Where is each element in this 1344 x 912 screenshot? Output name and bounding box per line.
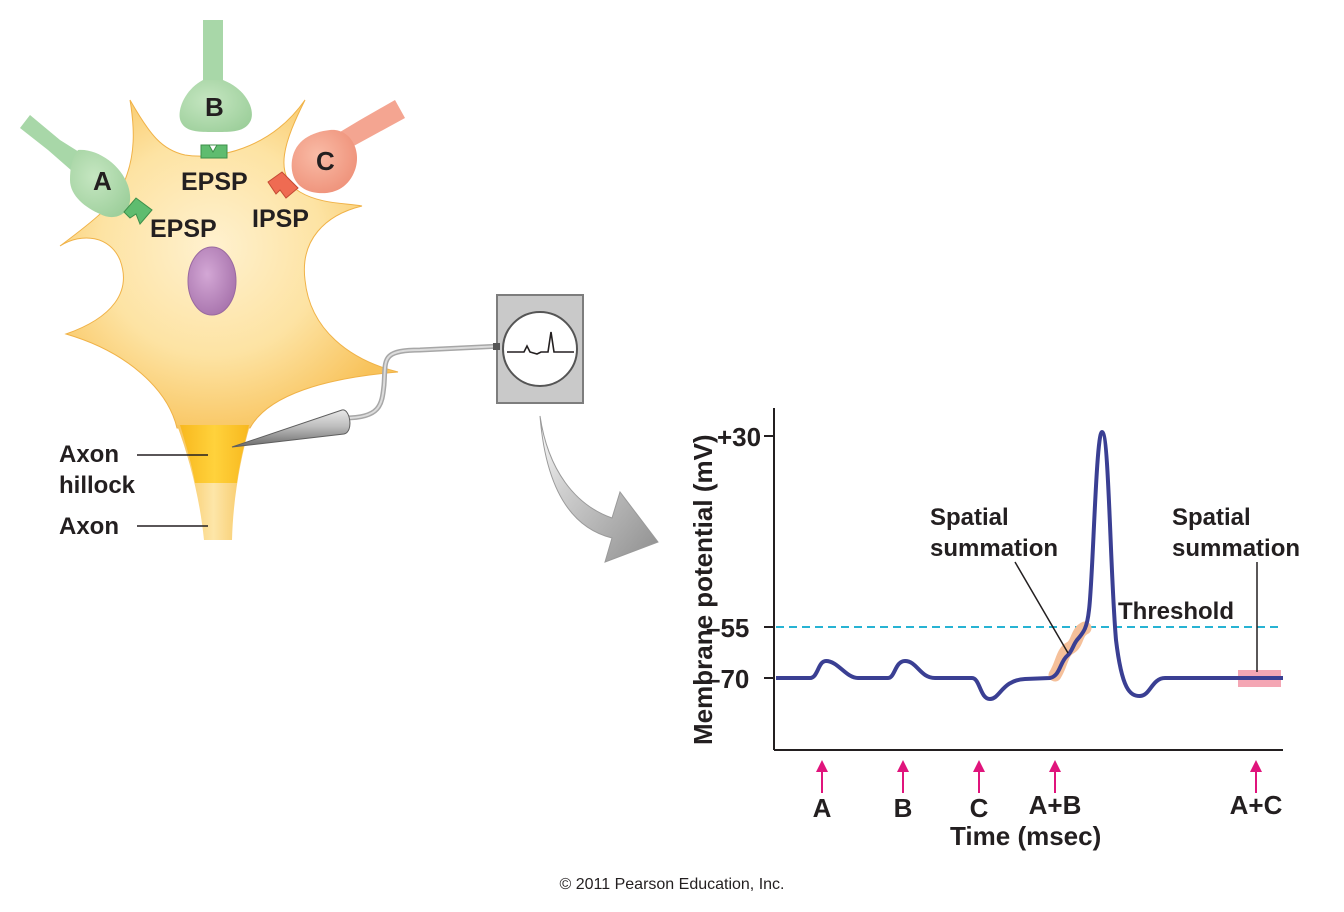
axon-hillock-label-line1: Axon [59, 441, 119, 468]
transition-arrow [539, 415, 659, 563]
terminal-c: C [267, 100, 405, 199]
synapse-label-a: EPSP [150, 215, 217, 243]
stimulus-arrow-a [816, 760, 828, 793]
receptor-c [267, 171, 299, 199]
recording-setup [231, 294, 584, 448]
electrode [231, 409, 351, 448]
neuron: A B C EPSP EPSP IPSP Axon hillock Axon [20, 20, 405, 540]
stimulus-arrow-a-plus-b [1049, 760, 1061, 793]
stimulus-arrows [816, 760, 1262, 793]
y-tick-label: –55 [706, 613, 749, 643]
stimulus-arrow-b [897, 760, 909, 793]
spatial-summation-leader-1 [1014, 561, 1069, 654]
x-axis-label: Time (msec) [950, 821, 1101, 851]
nucleus [187, 246, 237, 316]
stimulus-label-a: A [813, 793, 832, 823]
terminal-a-label: A [93, 166, 112, 196]
stimulus-label-c: C [970, 793, 989, 823]
threshold-label: Threshold [1118, 598, 1234, 625]
axon-hillock [180, 425, 249, 483]
y-tick-label: +30 [717, 422, 761, 452]
receptor-a [123, 197, 153, 225]
spatial-summation-label-1-line2: summation [930, 535, 1058, 562]
spatial-summation-label-1-line1: Spatial [930, 504, 1009, 531]
y-ticks: +30 –55 –70 [706, 422, 774, 694]
axon-label: Axon [59, 513, 119, 540]
terminal-c-label: C [316, 146, 335, 176]
oscilloscope-screen [502, 311, 578, 387]
synapse-label-b: EPSP [181, 168, 248, 196]
terminal-b: B [179, 20, 252, 159]
stimulus-label-b: B [894, 793, 913, 823]
membrane-potential-graph: +30 –55 –70 Membrane potential (mV) Time… [688, 408, 1300, 851]
stimulus-label-a-plus-b: A+B [1029, 790, 1082, 820]
axon-hillock-label-line2: hillock [59, 472, 136, 499]
spatial-summation-label-2-line1: Spatial [1172, 504, 1251, 531]
terminal-a: A [20, 115, 153, 225]
copyright-notice: © 2011 Pearson Education, Inc. [560, 876, 785, 893]
spatial-summation-label-2-line2: summation [1172, 535, 1300, 562]
electrode-wire [344, 343, 503, 421]
membrane-potential-trace [776, 430, 1283, 701]
synapse-label-c: IPSP [252, 205, 309, 233]
stimulus-arrow-a-plus-c [1250, 760, 1262, 793]
receptor-b [200, 144, 228, 159]
y-tick-label: –70 [706, 664, 749, 694]
stimulus-label-a-plus-c: A+C [1230, 790, 1283, 820]
electrode-wire-core [344, 345, 503, 419]
terminal-b-label: B [205, 92, 224, 122]
oscilloscope-trace [507, 331, 574, 355]
stimulus-arrow-c [973, 760, 985, 793]
y-axis-label: Membrane potential (mV) [688, 434, 718, 745]
